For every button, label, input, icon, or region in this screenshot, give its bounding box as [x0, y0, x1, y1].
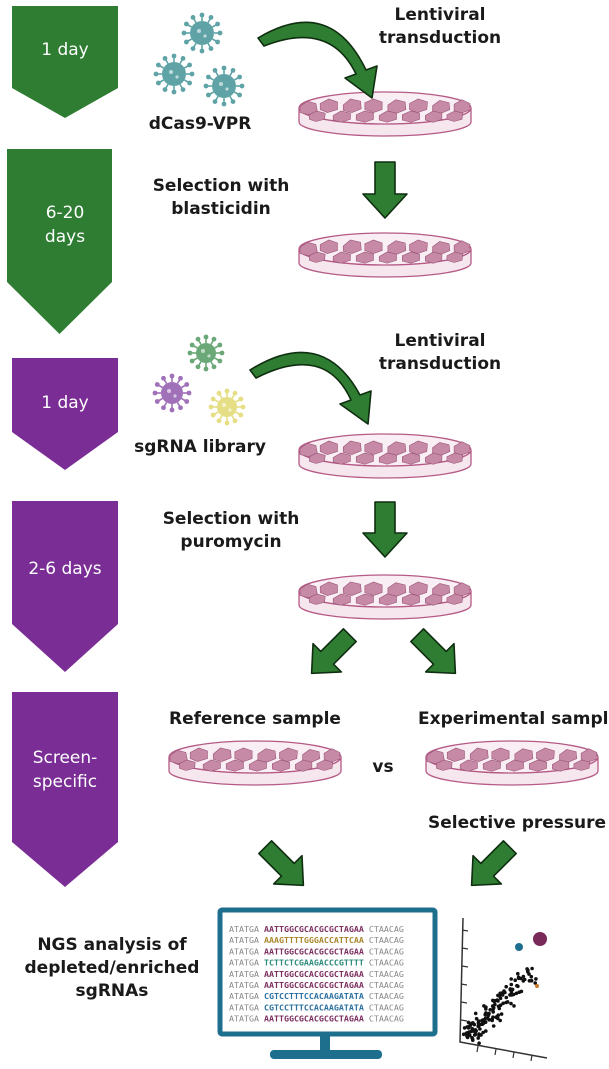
sequence-line: ATATGA AATTGGCGCACGCGCTAGAA CTAACAG [229, 969, 404, 979]
stage-4-label: 2-6 days [28, 559, 102, 579]
diagonal-arrow-to-plot [470, 840, 517, 887]
sequence-line: ATATGA CGTCCTTTCCACAAGATATA CTAACAG [229, 1002, 404, 1012]
stage-chevron-2 [7, 149, 112, 334]
stage-3-label: 1 day [41, 393, 89, 413]
sequence-line: ATATGA CGTCCTTTCCACAAGATATA CTAACAG [229, 991, 404, 1001]
virus-icon-1 [181, 12, 223, 54]
diagonal-arrow-left [310, 628, 357, 675]
petri-dish-4 [298, 574, 472, 620]
petri-dish-experimental [425, 740, 599, 786]
virus-icon-3 [203, 65, 245, 107]
scatter-plot-icon [459, 917, 548, 1062]
petri-dish-1 [298, 91, 472, 137]
dcas9-vpr-label: dCas9-VPR [148, 114, 252, 134]
stage-5-label: Screen- specific [32, 748, 98, 792]
diagonal-arrow-to-monitor [258, 840, 305, 887]
down-arrow-2 [362, 501, 408, 558]
virus-icon-5 [152, 373, 192, 413]
stage-chevron-5 [12, 692, 118, 887]
petri-dish-2 [298, 232, 472, 278]
virus-icon-6 [208, 388, 246, 426]
petri-dish-reference [168, 740, 342, 786]
curved-arrow-2 [249, 351, 372, 425]
sgrna-library-label: sgRNA library [134, 437, 266, 457]
diagonal-arrow-right [410, 628, 457, 675]
experimental-sample-label: Experimental sample [418, 709, 609, 729]
sequence-line: ATATGA TCTTCTCGAAGACCCGTTTT CTAACAG [229, 958, 404, 968]
stage-chevron-3 [12, 358, 118, 470]
curved-arrow-1 [257, 21, 378, 99]
reference-sample-label: Reference sample [169, 709, 341, 729]
petri-dish-3 [298, 433, 472, 479]
virus-icon-4 [187, 334, 225, 372]
down-arrow-1 [362, 161, 408, 219]
stage-chevron-1 [12, 6, 118, 118]
sequence-line: ATATGA AAAGTTTTGGGACCATTCAA CTAACAG [229, 935, 404, 945]
sequence-line: ATATGA AATTGGCGCACGCGCTAGAA CTAACAG [229, 1014, 404, 1024]
stage-chevron-4 [12, 501, 118, 672]
monitor-icon [217, 907, 438, 1059]
sequence-line: ATATGA AATTGGCGCACGCGCTAGAA CTAACAG [229, 924, 404, 934]
stage-1-label: 1 day [41, 40, 89, 60]
vs-label: vs [372, 757, 394, 777]
sequence-line: ATATGA AATTGGCGCACGCGCTAGAA CTAACAG [229, 980, 404, 990]
stage-2-label: 6-20 days [44, 203, 86, 247]
selective-pressure-label: Selective pressure [428, 813, 607, 833]
virus-icon-2 [153, 53, 195, 95]
sequence-line: ATATGA AATTGGCGCACGCGCTAGAA CTAACAG [229, 946, 404, 956]
